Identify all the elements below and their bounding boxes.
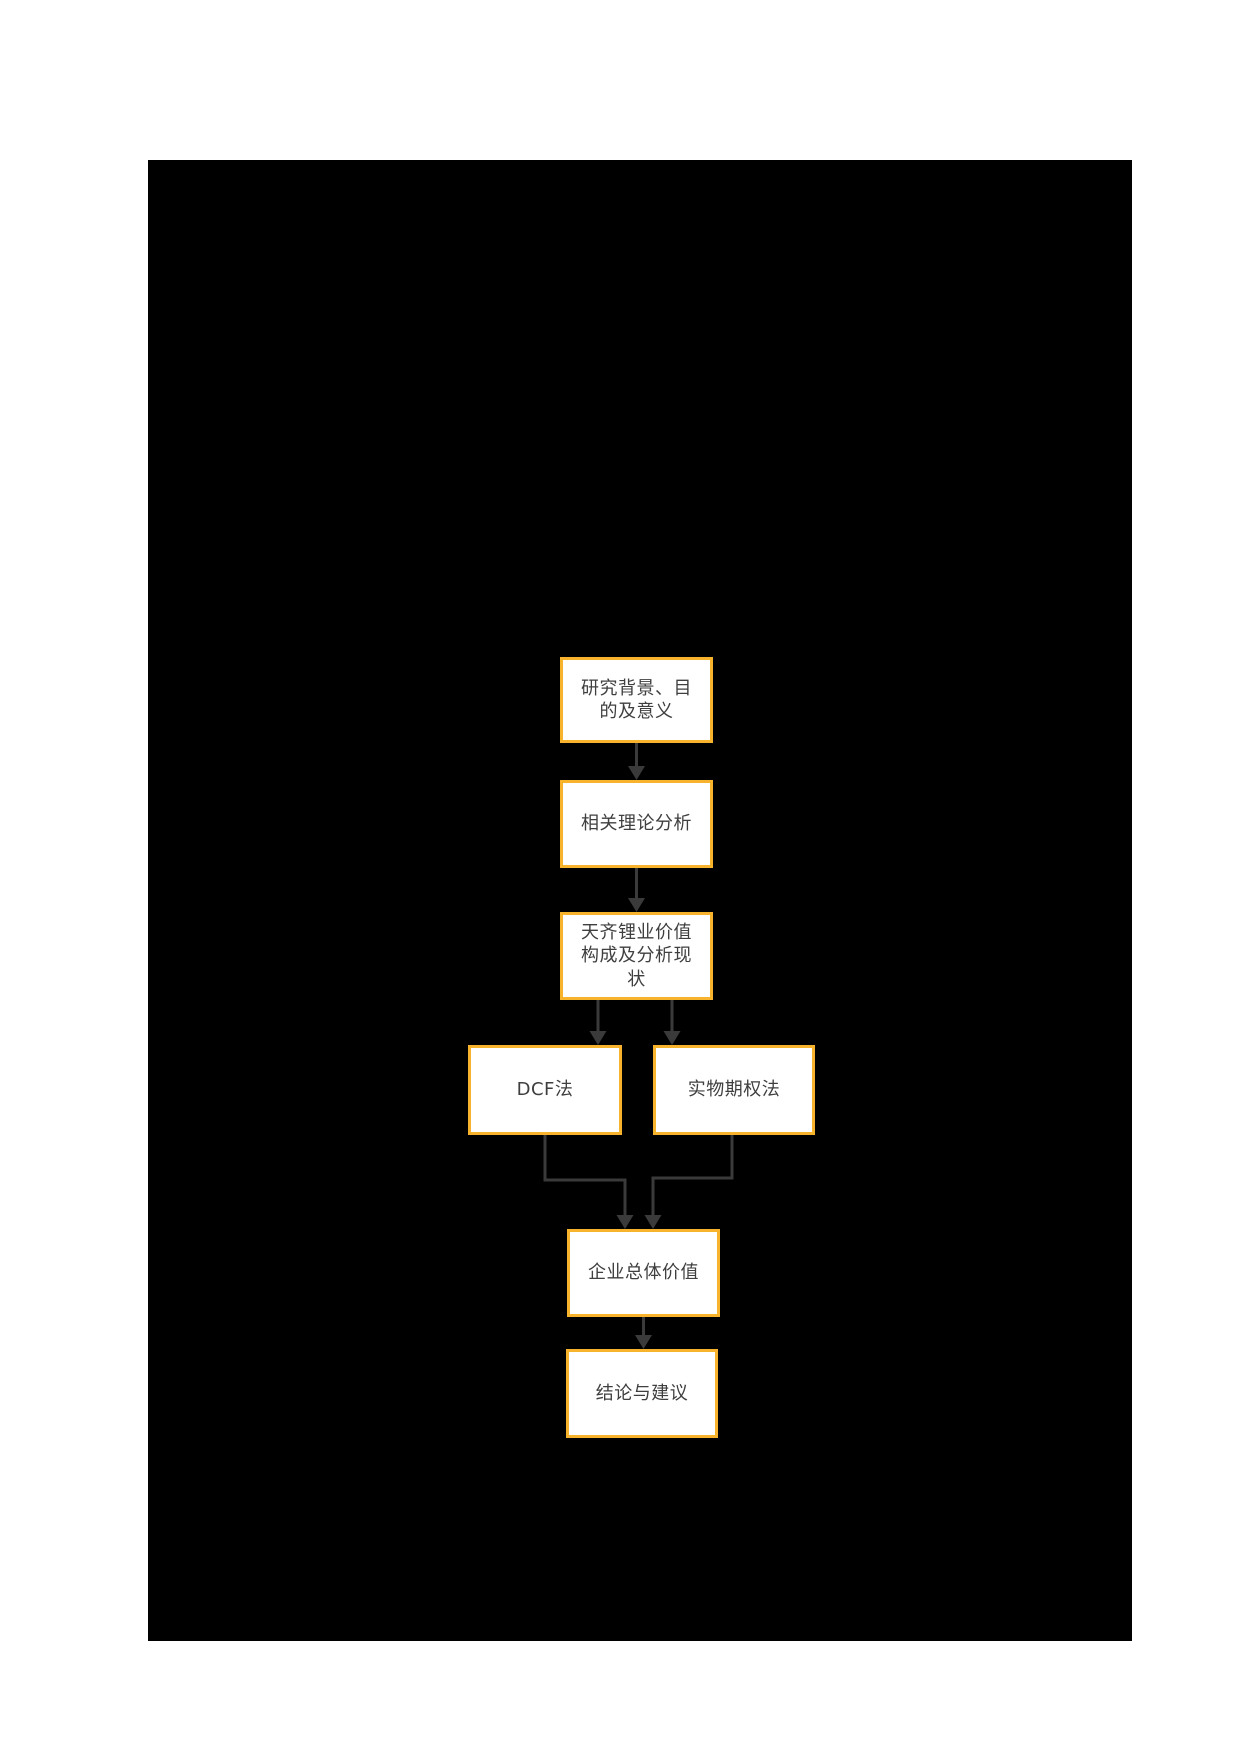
flow-node-real-options-method: 实物期权法 <box>653 1045 815 1135</box>
connector-layer <box>543 743 734 1349</box>
arrow-realoptions-to-totalvalue <box>651 1135 734 1215</box>
arrowhead-down-icon <box>616 1215 634 1229</box>
arrowhead-down-icon <box>644 1215 662 1229</box>
flow-node-dcf-method: DCF法 <box>468 1045 622 1135</box>
arrowhead-down-icon <box>628 766 645 780</box>
flow-node-enterprise-total-value: 企业总体价值 <box>567 1229 720 1317</box>
arrowhead-down-icon <box>589 1031 607 1045</box>
flow-node-conclusion-suggestions: 结论与建议 <box>566 1349 718 1438</box>
flow-node-research-background: 研究背景、目 的及意义 <box>560 657 713 743</box>
arrowhead-down-icon <box>635 1335 652 1349</box>
arrow-dcf-to-totalvalue <box>543 1135 627 1215</box>
flowchart-canvas: 研究背景、目 的及意义 相关理论分析 天齐锂业价值 构成及分析现 状 DCF法 … <box>148 160 1132 1641</box>
arrowhead-down-icon <box>663 1031 681 1045</box>
flow-node-theory-analysis: 相关理论分析 <box>560 780 713 868</box>
flow-node-tianqi-value-composition: 天齐锂业价值 构成及分析现 状 <box>560 912 713 1000</box>
arrowhead-down-icon <box>628 898 645 912</box>
